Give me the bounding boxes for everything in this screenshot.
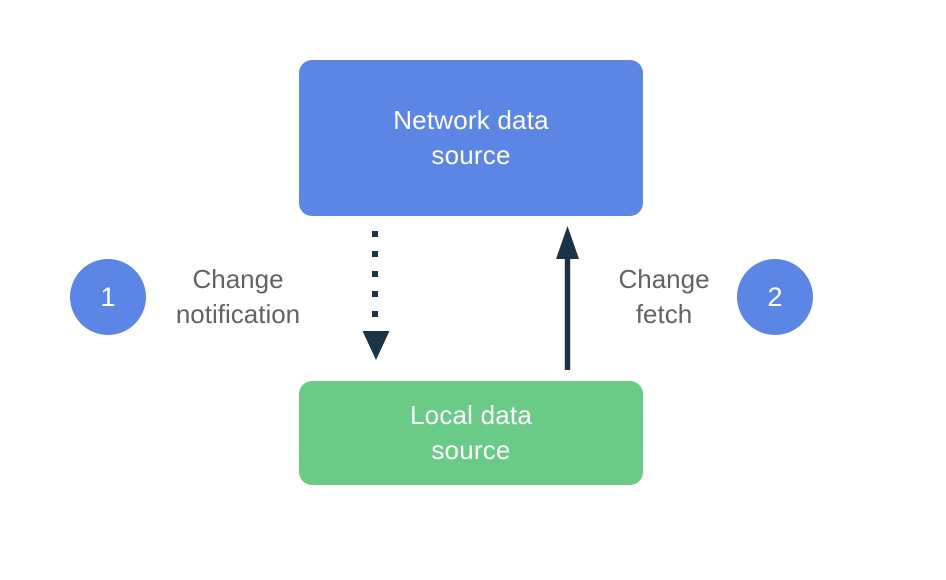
step-badge-2-number: 2 <box>767 281 783 312</box>
step-badge-2[interactable]: 2 <box>737 259 813 335</box>
edge-label-change-fetch: Change fetch <box>618 264 710 329</box>
arrow-change-fetch-up-icon <box>556 226 579 370</box>
arrow-change-notification-down-icon <box>362 231 390 360</box>
node-network-data-source-label: Network data source <box>393 105 549 170</box>
node-network-data-source[interactable]: Network data source <box>299 60 643 216</box>
edge-label-change-notification: Change notification <box>175 264 301 329</box>
step-badge-1[interactable]: 1 <box>70 259 146 335</box>
node-local-data-source-label: Local data source <box>410 400 532 465</box>
step-badge-1-number: 1 <box>100 281 116 312</box>
node-local-data-source[interactable]: Local data source <box>299 381 643 485</box>
